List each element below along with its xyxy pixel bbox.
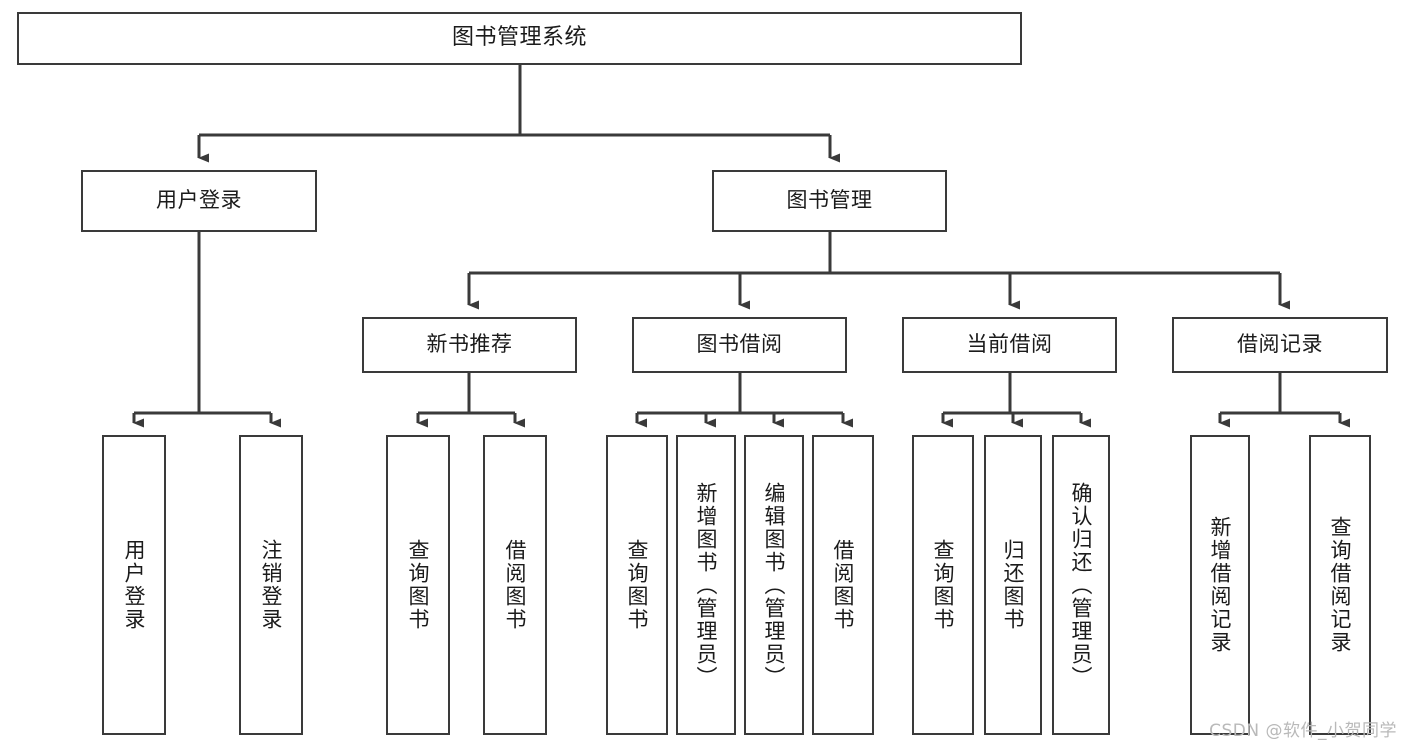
node-book-borrow[interactable]: 图书借阅 xyxy=(632,317,847,373)
node-label: 查询图书 xyxy=(625,539,650,631)
leaf-return-book[interactable]: 归还图书 xyxy=(984,435,1042,735)
node-new-book-recommend[interactable]: 新书推荐 xyxy=(362,317,577,373)
leaf-add-book-admin[interactable]: 新增图书（管理员） xyxy=(676,435,736,735)
node-label: 新增图书（管理员） xyxy=(694,481,719,689)
leaf-edit-book-admin[interactable]: 编辑图书（管理员） xyxy=(744,435,804,735)
edge-user-login-to-leaves xyxy=(132,232,281,428)
node-label: 查询借阅记录 xyxy=(1328,516,1353,654)
leaf-borrow-books-recommend[interactable]: 借阅图书 xyxy=(483,435,547,735)
leaf-query-books-borrow[interactable]: 查询图书 xyxy=(606,435,668,735)
node-label: 用户登录 xyxy=(122,539,147,631)
node-label: 新增借阅记录 xyxy=(1208,516,1233,654)
leaf-borrow-book[interactable]: 借阅图书 xyxy=(812,435,874,735)
leaf-query-books-recommend[interactable]: 查询图书 xyxy=(386,435,450,735)
node-label: 用户登录 xyxy=(156,188,242,213)
node-label: 当前借阅 xyxy=(966,332,1053,357)
node-label: 借阅记录 xyxy=(1237,332,1323,357)
edge-book-management-to-level3 xyxy=(467,232,1290,310)
edge-borrow-record-to-leaves xyxy=(1218,373,1350,428)
node-label: 查询图书 xyxy=(931,539,956,631)
edge-book-borrow-to-leaves xyxy=(635,373,853,428)
node-root-book-management-system[interactable]: 图书管理系统 xyxy=(17,12,1022,65)
leaf-query-books-current[interactable]: 查询图书 xyxy=(912,435,974,735)
node-label: 图书管理 xyxy=(786,188,873,213)
node-label: 查询图书 xyxy=(406,539,431,631)
node-label: 新书推荐 xyxy=(426,332,513,357)
edge-current-borrow-to-leaves xyxy=(941,373,1091,428)
node-label: 注销登录 xyxy=(259,539,284,631)
node-label: 确认归还（管理员） xyxy=(1069,481,1094,689)
node-label: 归还图书 xyxy=(1001,539,1026,631)
node-label: 借阅图书 xyxy=(503,539,528,631)
node-label: 图书管理系统 xyxy=(451,25,587,51)
node-borrow-record[interactable]: 借阅记录 xyxy=(1172,317,1388,373)
node-user-login[interactable]: 用户登录 xyxy=(81,170,317,232)
node-current-borrow[interactable]: 当前借阅 xyxy=(902,317,1117,373)
leaf-add-borrow-record[interactable]: 新增借阅记录 xyxy=(1190,435,1250,735)
edge-new-book-recommend-to-leaves xyxy=(416,373,525,428)
node-label: 借阅图书 xyxy=(831,539,856,631)
leaf-query-borrow-record[interactable]: 查询借阅记录 xyxy=(1309,435,1371,735)
leaf-user-login[interactable]: 用户登录 xyxy=(102,435,166,735)
edge-root-to-level2 xyxy=(197,65,840,163)
leaf-logout[interactable]: 注销登录 xyxy=(239,435,303,735)
csdn-watermark: CSDN @软件_小贺同学 xyxy=(1209,721,1397,741)
node-book-management[interactable]: 图书管理 xyxy=(712,170,947,232)
node-label: 图书借阅 xyxy=(696,332,783,357)
node-label: 编辑图书（管理员） xyxy=(762,481,787,689)
leaf-confirm-return-admin[interactable]: 确认归还（管理员） xyxy=(1052,435,1110,735)
